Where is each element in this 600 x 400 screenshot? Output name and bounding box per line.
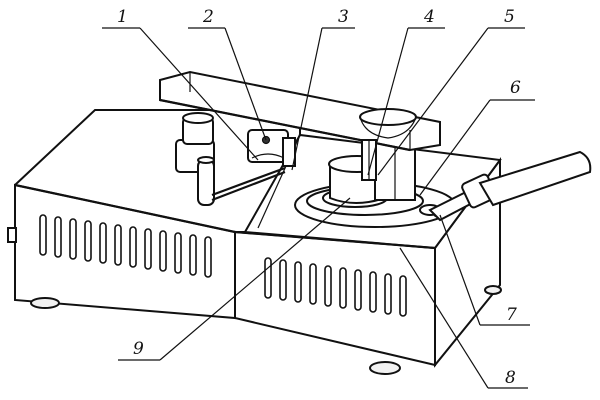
- label-1: 1: [117, 7, 128, 27]
- label-4: 4: [423, 7, 435, 27]
- label-7: 7: [506, 305, 517, 325]
- label-3: 3: [338, 7, 349, 27]
- mechanism-box: [247, 129, 289, 163]
- label-8: 8: [505, 368, 516, 388]
- label-5: 5: [504, 7, 515, 27]
- vent-slots-right: [264, 257, 407, 317]
- bracket: [282, 137, 296, 167]
- label-6: 6: [510, 78, 521, 98]
- feet: [30, 285, 502, 375]
- ignition-tube: [197, 156, 286, 206]
- vent-slots-left: [39, 214, 212, 278]
- label-9: 9: [133, 339, 144, 359]
- leader-lines: [102, 27, 535, 389]
- lid-stem: [361, 139, 377, 181]
- handle: [428, 150, 592, 222]
- label-2: 2: [202, 7, 214, 27]
